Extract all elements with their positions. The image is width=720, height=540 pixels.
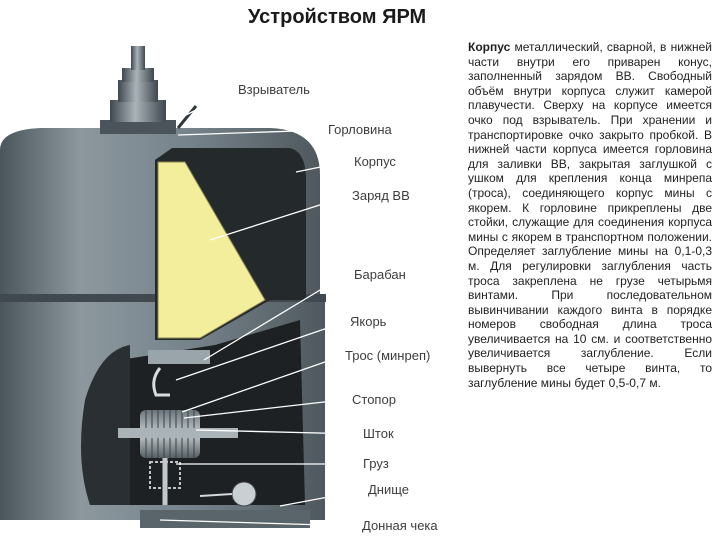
label-cable: Трос (минреп) xyxy=(343,348,433,363)
fuse-base xyxy=(110,100,166,122)
weight-cable xyxy=(199,493,233,497)
hull-base xyxy=(140,510,310,528)
label-bottom: Днище xyxy=(366,482,412,497)
fuse-neck xyxy=(100,120,176,134)
fuse-pin xyxy=(176,105,198,129)
label-neck: Горловина xyxy=(326,122,394,137)
label-weight: Груз xyxy=(361,456,391,471)
label-anchor: Якорь xyxy=(348,314,389,329)
description-heading: Корпус xyxy=(468,40,511,54)
label-stem: Шток xyxy=(361,426,396,441)
cavity-left xyxy=(81,345,130,505)
label-drum: Барабан xyxy=(352,267,408,282)
drum-frame xyxy=(148,350,210,364)
label-fuse: Взрыватель xyxy=(236,82,312,97)
stopper-lever xyxy=(152,367,170,397)
label-stopper: Стопор xyxy=(350,392,398,407)
leader-lines xyxy=(159,91,367,527)
spring xyxy=(149,461,181,489)
fuse-ring xyxy=(122,68,154,82)
label-hull: Корпус xyxy=(352,154,398,169)
label-bottom-pin: Донная чека xyxy=(360,518,440,533)
charge-cone xyxy=(157,161,266,339)
label-charge: Заряд ВВ xyxy=(350,188,412,203)
page-title: Устройством ЯРМ xyxy=(248,6,427,28)
drum-axle xyxy=(118,428,238,438)
description-text: металлический, сварной, в нижней части в… xyxy=(468,40,712,390)
description-panel: Корпус металлический, сварной, в нижней … xyxy=(462,38,716,490)
fuse-tip xyxy=(131,46,145,70)
weight xyxy=(231,481,257,507)
fuse-body xyxy=(118,80,158,102)
